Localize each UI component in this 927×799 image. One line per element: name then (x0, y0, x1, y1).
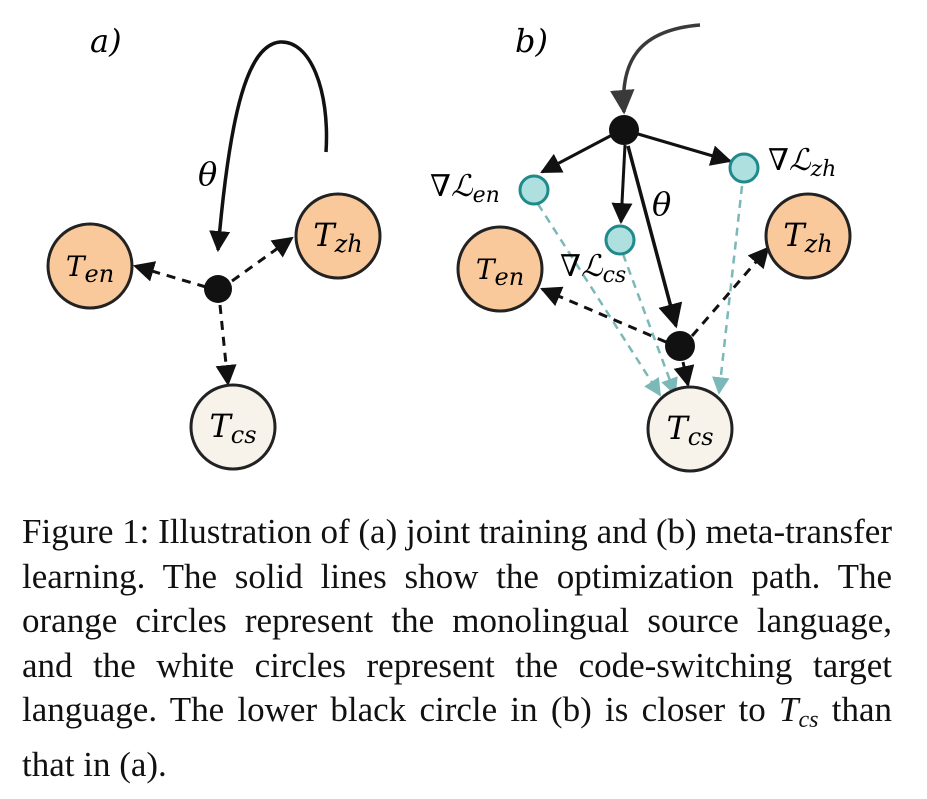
panel-a-label: a) (90, 22, 122, 60)
node-b-zh-sub: zh (804, 230, 833, 258)
node-a-zh-sub: zh (334, 230, 363, 258)
node-a-zh (294, 192, 382, 280)
node-a-zh-base: T (313, 216, 337, 254)
model-node-b-bottom (665, 331, 695, 361)
dashed-arrow-a-zh (231, 236, 294, 283)
caption-tail: than that in (a). (22, 690, 893, 784)
panel-a: a) θ Ten Tzh Tcs (46, 22, 382, 471)
svg-text:Tcs: Tcs (209, 407, 256, 449)
teal-dashed-csgrad-cs (621, 253, 678, 396)
solid-arrow-grad-cs (611, 144, 633, 225)
node-b-cs-base: T (666, 409, 690, 447)
caption-text: Figure 1: Illustration of (a) joint trai… (22, 512, 892, 729)
model-node-b-top (609, 115, 639, 145)
caption-math-sub: cs (798, 707, 819, 733)
node-a-en-base: T (66, 250, 87, 283)
dashed-arrow-b-zh (690, 246, 770, 337)
node-b-en-sub: en (495, 263, 525, 291)
grad-label-cs-base: ∇ℒ (560, 249, 604, 284)
caption-math-base: T (779, 690, 799, 729)
node-a-en-sub: en (85, 260, 115, 288)
svg-text:∇ℒcs: ∇ℒcs (560, 249, 626, 288)
svg-text:∇ℒzh: ∇ℒzh (768, 143, 836, 182)
solid-arrow-grad-en (540, 132, 615, 174)
panel-b: b) θ ∇ℒen ∇ℒcs ∇ℒzh (430, 22, 852, 473)
model-node-a (204, 275, 232, 303)
node-b-en (456, 225, 544, 313)
node-a-cs (189, 383, 277, 471)
node-b-cs-sub: cs (688, 423, 714, 451)
grad-node-en (518, 174, 550, 206)
grad-label-zh-sub: zh (810, 157, 837, 182)
node-a-cs-sub: cs (231, 421, 257, 449)
node-b-cs (646, 385, 734, 473)
node-a-cs-base: T (209, 407, 233, 445)
grad-label-cs-sub: cs (603, 263, 627, 288)
dashed-arrow-b-en (540, 286, 667, 344)
svg-text:Ten: Ten (66, 250, 114, 288)
teal-dashed-zh-cs (712, 185, 744, 395)
node-b-en-base: T (476, 253, 497, 286)
theta-label-b: θ (652, 185, 671, 223)
panel-b-label: b) (515, 22, 548, 60)
grad-label-zh-base: ∇ℒ (768, 143, 812, 178)
dashed-arrow-b-cs (673, 361, 695, 388)
svg-text:Tcs: Tcs (666, 409, 713, 451)
dashed-arrow-a-cs (215, 304, 237, 387)
figure-caption: Figure 1: Illustration of (a) joint trai… (22, 510, 892, 787)
dashed-arrow-a-en (132, 261, 207, 289)
grad-node-cs (604, 224, 636, 256)
figure-diagram: a) θ Ten Tzh Tcs b) θ (46, 22, 852, 473)
grad-label-en-sub: en (473, 183, 500, 208)
node-b-zh (764, 192, 852, 280)
solid-arrow-grad-zh (637, 132, 733, 166)
svg-text:Ten: Ten (476, 253, 524, 291)
solid-arrow-theta (626, 145, 683, 329)
theta-label-a: θ (198, 155, 217, 193)
svg-text:∇ℒen: ∇ℒen (430, 169, 500, 208)
teal-dashed-en-cs (536, 203, 662, 397)
grad-label-en-base: ∇ℒ (430, 169, 474, 204)
svg-text:Tzh: Tzh (313, 216, 362, 258)
svg-text:Tzh: Tzh (783, 216, 832, 258)
grad-node-zh (728, 152, 760, 184)
node-a-en (46, 222, 134, 310)
node-b-zh-base: T (783, 216, 807, 254)
optimization-path-a (209, 40, 329, 253)
incoming-arrow-b (610, 23, 701, 115)
